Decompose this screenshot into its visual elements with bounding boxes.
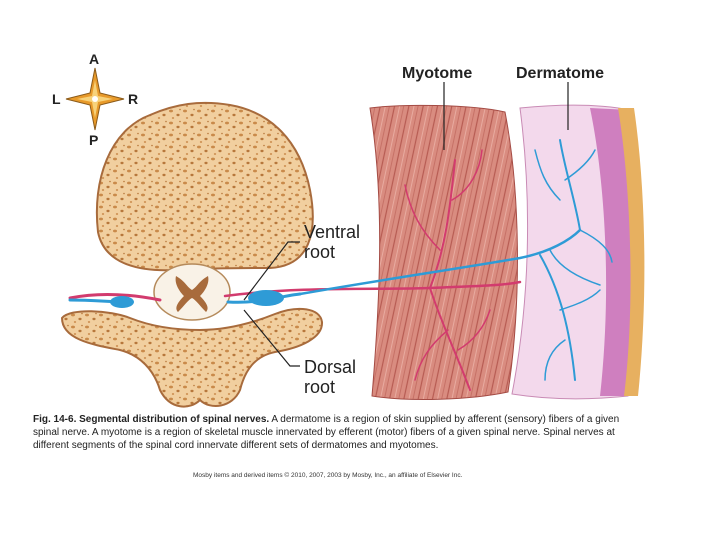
leader-lines bbox=[243, 82, 569, 367]
compass-label-right: R bbox=[128, 91, 138, 107]
caption-body: A dermatome is a region of skin supplied… bbox=[33, 414, 620, 451]
ventral-root-leader bbox=[243, 241, 300, 301]
myotome-label: Myotome bbox=[402, 65, 472, 82]
dorsal-root-label-line1: Dorsal bbox=[304, 357, 356, 377]
figure-caption: Fig. 14-6. Segmental distribution of spi… bbox=[33, 413, 633, 452]
ventral-root-label-line2: root bbox=[304, 242, 335, 262]
compass-label-left: L bbox=[52, 91, 61, 107]
compass-rose: A P L R bbox=[52, 51, 138, 148]
dermis-layer bbox=[590, 108, 638, 396]
vertebral-arch bbox=[60, 307, 324, 408]
motor-nerve-fibers bbox=[68, 149, 522, 391]
dorsal-root-label-line2: root bbox=[304, 377, 335, 397]
compass-label-posterior: P bbox=[89, 132, 98, 148]
dermatome-label: Dermatome bbox=[516, 65, 604, 82]
epidermis-layer bbox=[618, 108, 645, 396]
copyright-credit: Mosby items and derived items © 2010, 20… bbox=[193, 472, 463, 479]
gray-matter bbox=[175, 276, 209, 312]
vertebral-body bbox=[95, 101, 314, 272]
muscle-layer bbox=[369, 104, 518, 400]
dorsal-root-leader bbox=[243, 309, 300, 367]
caption-title: Fig. 14-6. Segmental distribution of spi… bbox=[33, 414, 270, 425]
ventral-root-label-line1: Ventral bbox=[304, 222, 360, 242]
compass-label-anterior: A bbox=[89, 51, 99, 67]
sensory-nerve-fibers bbox=[68, 139, 613, 381]
